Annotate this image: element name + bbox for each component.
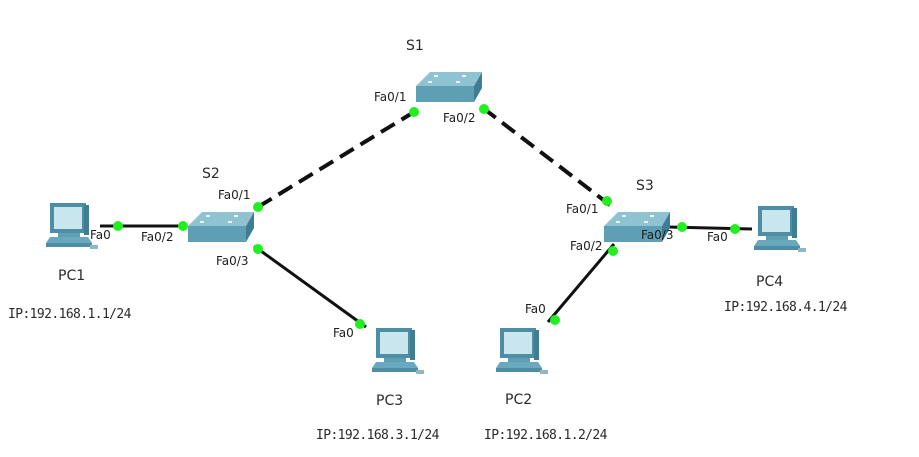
port-dot-s2-fa02 [178, 221, 188, 231]
pc3-ip: IP:192.168.3.1/24 [316, 428, 439, 443]
switch-label-s2: S2 [202, 166, 220, 182]
port-label-s1-fa01: Fa0/1 [374, 90, 407, 104]
port-dot-s3-fa03 [677, 222, 687, 232]
link-s2-s1[interactable] [256, 110, 416, 209]
pc-label-pc1: PC1 [58, 268, 86, 284]
port-label-s3-fa03: Fa0/3 [641, 228, 674, 242]
pc-icon-pc3[interactable] [372, 328, 424, 374]
port-label-pc1-fa0: Fa0 [90, 228, 111, 242]
port-label-s2-fa02: Fa0/2 [141, 230, 174, 244]
switch-icon-s2[interactable] [188, 212, 254, 242]
port-dot-s2-fa03 [253, 244, 263, 254]
link-s1-s3[interactable] [481, 106, 612, 207]
port-dot-s2-fa01 [253, 202, 263, 212]
switch-label-s3: S3 [636, 178, 654, 194]
port-dot-pc2-fa0 [550, 315, 560, 325]
port-dot-s1-fa01 [409, 107, 419, 117]
port-label-pc4-fa0: Fa0 [707, 230, 728, 244]
port-dot-pc4-fa0 [730, 224, 740, 234]
switch-label-s1: S1 [406, 38, 424, 54]
pc4-ip: IP:192.168.4.1/24 [724, 300, 847, 315]
port-dot-s3-fa02 [608, 246, 618, 256]
pc-icon-pc4[interactable] [754, 206, 806, 252]
port-label-pc3-fa0: Fa0 [333, 326, 354, 340]
port-indicators [113, 104, 740, 329]
port-label-s3-fa02: Fa0/2 [570, 239, 603, 253]
port-label-s2-fa03: Fa0/3 [216, 254, 249, 268]
port-label-s1-fa02: Fa0/2 [443, 111, 476, 125]
port-dot-s3-fa01 [602, 196, 612, 206]
link-s2-pc3[interactable] [253, 244, 367, 329]
pc2-ip: IP:192.168.1.2/24 [484, 428, 607, 443]
pc1-ip: IP:192.168.1.1/24 [8, 307, 131, 322]
port-dot-pc1-fa0 [113, 221, 123, 231]
pc-label-pc4: PC4 [756, 274, 784, 290]
pc-label-pc2: PC2 [505, 392, 533, 408]
port-label-pc2-fa0: Fa0 [525, 302, 546, 316]
port-label-s3-fa01: Fa0/1 [566, 202, 599, 216]
port-label-s2-fa01: Fa0/1 [218, 188, 251, 202]
port-dot-s1-fa02 [479, 104, 489, 114]
link-s3-pc2[interactable] [546, 243, 616, 323]
switch-icon-s1[interactable] [416, 72, 482, 102]
pc-icon-pc2[interactable] [496, 328, 548, 374]
pc-label-pc3: PC3 [376, 393, 404, 409]
pc-icon-pc1[interactable] [46, 203, 98, 249]
port-dot-pc3-fa0 [355, 319, 365, 329]
